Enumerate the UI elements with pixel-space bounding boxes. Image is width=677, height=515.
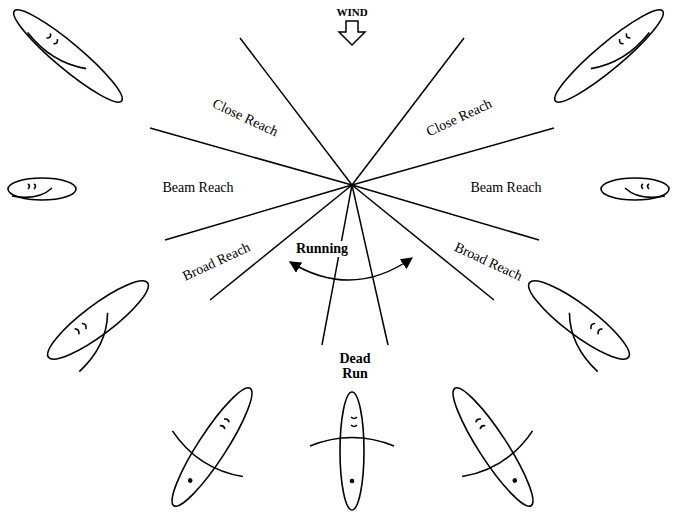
running-arc-arrow xyxy=(290,258,412,280)
sector-line xyxy=(150,128,352,185)
boat xyxy=(601,178,669,200)
sector-label: Close Reach xyxy=(424,96,494,140)
wind-arrow xyxy=(339,21,365,45)
boat xyxy=(420,365,567,515)
sector-label: Close Reach xyxy=(210,96,280,140)
sector-line xyxy=(240,38,352,185)
boat xyxy=(511,271,637,382)
boat xyxy=(6,1,130,111)
sector-label: Dead Run xyxy=(334,351,376,382)
wind-label: WIND xyxy=(336,6,367,18)
sector-line xyxy=(352,128,554,185)
sector-label: Beam Reach xyxy=(470,180,541,195)
sector-line xyxy=(352,185,388,345)
sector-label: Broad Reach xyxy=(180,240,252,285)
sector-lines xyxy=(150,38,554,345)
boat xyxy=(310,392,394,510)
sector-label: Running xyxy=(294,241,350,256)
boat xyxy=(8,178,76,200)
boat xyxy=(39,271,165,382)
sector-label: Broad Reach xyxy=(452,240,524,285)
sector-line xyxy=(210,185,352,300)
boats xyxy=(6,1,671,515)
boat xyxy=(139,365,286,515)
sector-line xyxy=(322,185,352,345)
sector-line xyxy=(352,38,464,185)
sector-label: Beam Reach xyxy=(162,180,233,195)
boat xyxy=(547,1,671,111)
